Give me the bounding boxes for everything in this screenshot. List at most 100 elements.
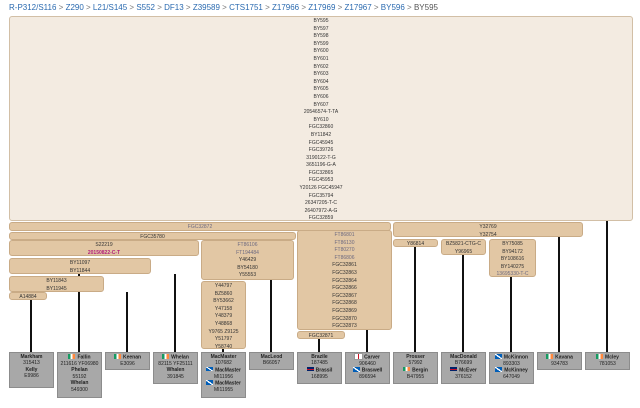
kit-id: 376152 <box>442 374 485 380</box>
leaf-text: McEver <box>459 367 477 374</box>
breadcrumb-separator: > <box>371 3 381 12</box>
snp-label: BZ5821-CTG-C <box>445 241 481 247</box>
flag-en-icon <box>354 353 364 360</box>
surname-label: McKinnon <box>490 354 533 361</box>
snp-label: BY11097 <box>69 260 91 266</box>
flag-sc-icon <box>494 354 502 359</box>
leaf-text: Keenan <box>122 354 142 361</box>
leaf-text: 391845 <box>167 373 184 380</box>
snp-label: BY11842 <box>310 131 332 138</box>
snp-label: BY54180 <box>237 264 258 271</box>
snp-label: FGC32859 <box>308 215 334 221</box>
snp-label: BY604 <box>313 78 329 85</box>
leaf-text: 107682 <box>215 360 232 367</box>
breadcrumb-link[interactable]: CTS1751 <box>229 3 263 12</box>
surname-label: Braswell <box>346 367 389 374</box>
snp-label: Y48868 <box>214 320 233 327</box>
leaf-text: Mcley <box>605 354 619 361</box>
snp-block-fgc32871[interactable]: FGC32871 <box>297 331 345 339</box>
leaf-text: B76699 <box>454 360 473 367</box>
surname-label: Whalen <box>154 367 197 373</box>
snp-label: 26347205-T-C <box>305 200 337 207</box>
snp-label: FGC32870 <box>332 315 357 322</box>
snp-label: BY75085 <box>502 241 523 247</box>
leaf-text: Whelan <box>171 354 189 361</box>
snp-block-y86814[interactable]: Y86814 <box>393 239 438 247</box>
snp-block-fgc35780[interactable]: FGC35780 <box>9 232 296 240</box>
kit-id: 896594 <box>346 374 389 380</box>
leaf-text: Bergin <box>412 367 428 374</box>
breadcrumb-link[interactable]: DF13 <box>164 3 184 12</box>
snp-label: Y86814 <box>406 241 425 247</box>
surname-label: Phelan <box>58 367 101 373</box>
leaf-text: MacMaster <box>210 354 237 360</box>
flag-gb-icon <box>450 366 458 372</box>
snp-label: BZ5860 <box>214 290 233 297</box>
tree-branch-line <box>414 247 416 352</box>
breadcrumb-link[interactable]: Z290 <box>65 3 84 12</box>
snp-label: BY603 <box>313 71 329 78</box>
surname-label: Brassil <box>298 366 341 374</box>
snp-label: FT86106 <box>237 242 258 248</box>
leaf-text: 781053 <box>599 360 616 367</box>
breadcrumb-separator: > <box>183 3 193 12</box>
snp-label: Y55553 <box>238 272 257 279</box>
breadcrumb-link[interactable]: Z39589 <box>192 3 220 12</box>
snp-label: Y32769 <box>479 224 497 230</box>
breadcrumb-link[interactable]: L21/S145 <box>92 3 128 12</box>
tree-branch-line <box>366 330 368 352</box>
snp-label: Y47158 <box>214 305 233 312</box>
breadcrumb-link[interactable]: Z17967 <box>344 3 372 12</box>
breadcrumb-separator: > <box>155 3 165 12</box>
snp-block-fgc32872[interactable]: FGC32872 <box>9 222 391 231</box>
leaf-text: 187485 <box>311 360 328 367</box>
breadcrumb-link[interactable]: BY596 <box>380 3 405 12</box>
kit-id: 211616 YF06980 <box>58 361 101 367</box>
kit-id: MI11956 <box>202 374 245 380</box>
snp-label: FGC32861 <box>332 262 357 269</box>
leaf-text: 934783 <box>551 360 568 367</box>
breadcrumb-link[interactable]: Z17969 <box>308 3 336 12</box>
breadcrumb-separator: > <box>262 3 272 12</box>
surname-label: Kavana <box>538 354 581 361</box>
leaf-text: MacDonald <box>450 354 477 360</box>
leaf-text: B66057 <box>262 360 281 367</box>
breadcrumb-separator: > <box>56 3 66 12</box>
leaf-text: 647049 <box>503 374 520 381</box>
leaf-text: 211616 YF06980 <box>60 360 99 367</box>
breadcrumb-link[interactable]: R-P312/S116 <box>9 3 57 12</box>
snp-label: 20546574-T-TA <box>303 109 339 116</box>
breadcrumb: R-P312/S116 > Z290 > L21/S145 > S552 > D… <box>9 2 438 14</box>
leaf-text: MacLeod <box>260 354 283 360</box>
tree-branch-line <box>510 277 512 352</box>
snp-block-a14884[interactable]: A14884 <box>9 292 47 300</box>
breadcrumb-link[interactable]: S552 <box>136 3 155 12</box>
breadcrumb-link[interactable]: Z17966 <box>272 3 300 12</box>
kit-id: 82115 YF25111 <box>154 361 197 367</box>
leaf-text: McKinney <box>504 367 528 374</box>
